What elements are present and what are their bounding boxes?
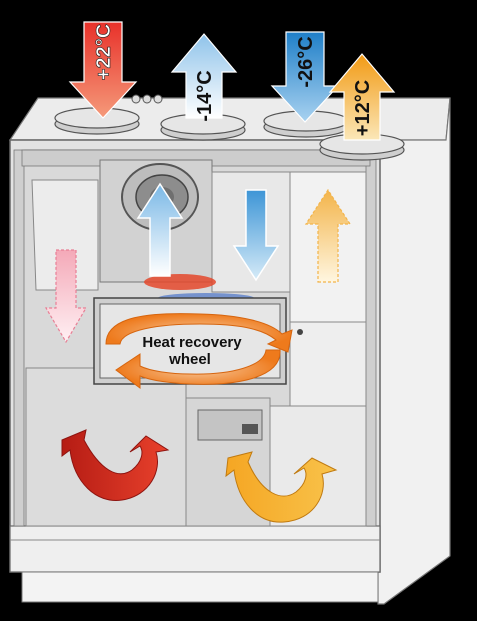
cabinet-side-panel: [377, 97, 451, 605]
internal-orange-up-arrow: [304, 188, 352, 283]
arrow-minus14-up: -14°C: [170, 33, 238, 122]
wheel-rotation-arrow-top: [105, 313, 293, 353]
duct-collar-4: [319, 133, 405, 161]
cabinet-base: [9, 525, 381, 573]
wheel-label-line1: Heat recovery: [142, 334, 242, 351]
top-temperature-arrows: +22°C -14°C -26°C +12°C: [68, 21, 396, 141]
cabinet-plinth: [21, 571, 379, 603]
arrow-plus22-down: +22°C: [68, 21, 138, 119]
internal-blue-up-arrow: [136, 182, 184, 277]
temp-label-plus22: +22°C: [93, 24, 115, 80]
interior-flow-arrows: [44, 182, 352, 344]
internal-pink-down-arrow: [44, 249, 88, 344]
wheel-label-line2: wheel: [168, 351, 211, 368]
duct-collar-1: [54, 107, 140, 135]
bottom-curved-arrows: [61, 429, 338, 523]
arrow-minus26-down: -26°C: [270, 31, 340, 123]
arrow-plus12-up: +12°C: [328, 53, 396, 141]
left-top-panel: [31, 179, 99, 291]
temp-label-minus26: -26°C: [295, 36, 317, 87]
internal-blue-down-arrow: [232, 189, 280, 282]
heat-recovery-wheel: Heat recovery wheel: [93, 297, 293, 389]
wheel-rotation-arrow-bottom: [115, 349, 281, 389]
temp-label-minus14: -14°C: [194, 70, 216, 121]
orange-u-turn-arrow: [225, 451, 338, 523]
temp-label-plus12: +12°C: [352, 80, 374, 136]
red-u-turn-arrow: [61, 429, 170, 501]
right-lower-door: [289, 321, 367, 407]
